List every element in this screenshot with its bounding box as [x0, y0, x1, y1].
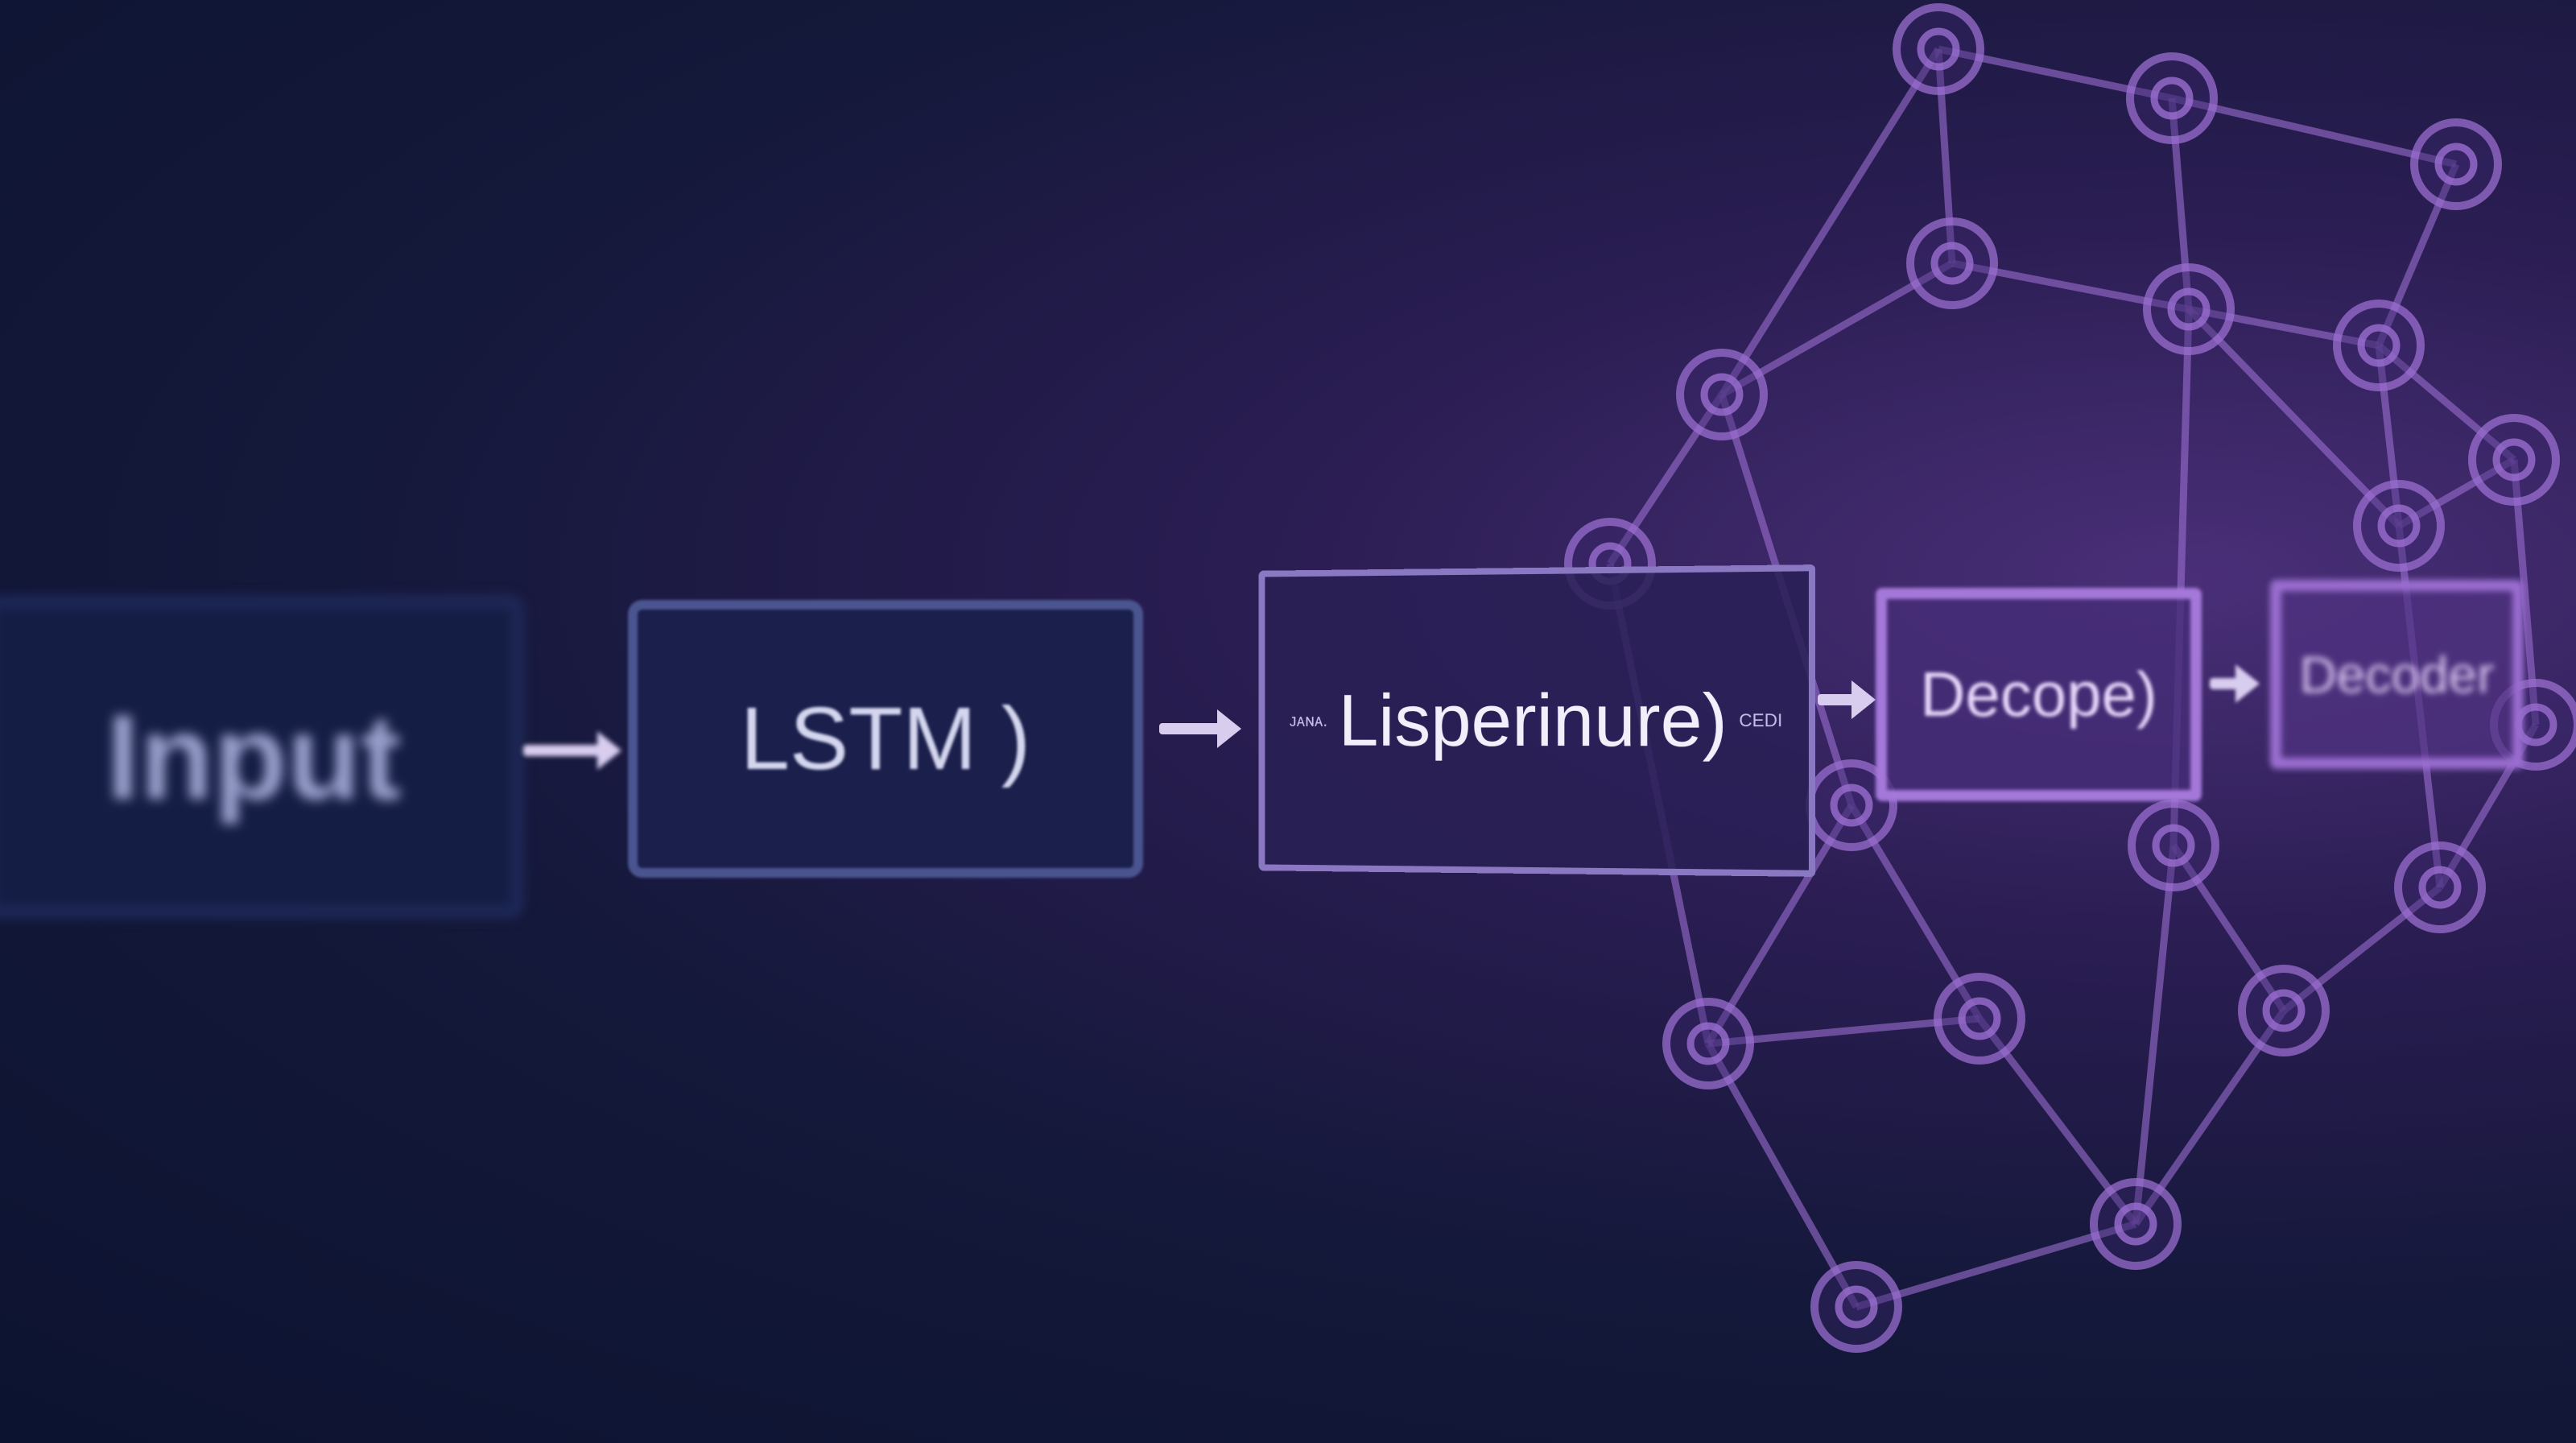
- decope-block: Decope): [1876, 588, 2202, 801]
- network-node-icon: [2472, 418, 2556, 502]
- network-node-icon: [2357, 484, 2441, 568]
- decope-label: Decope): [1920, 658, 2157, 731]
- left-tag: ᴊᴀɴᴀ.: [1290, 710, 1328, 731]
- network-node-icon: [1680, 353, 1764, 436]
- network-node-icon: [2094, 1182, 2178, 1266]
- lstm-label: LSTM ): [741, 688, 1031, 790]
- network-node-icon: [2132, 804, 2215, 887]
- network-node-icon: [1938, 977, 2021, 1061]
- network-node-icon: [1897, 7, 1980, 91]
- arrow-icon: [1159, 723, 1224, 734]
- decoder-block: Decoder: [2270, 580, 2524, 769]
- network-node-icon: [1814, 1265, 1898, 1349]
- input-label: Input: [106, 688, 402, 827]
- arrow-icon: [2210, 678, 2242, 689]
- network-node-icon: [2147, 267, 2231, 351]
- arrow-icon: [1818, 694, 1858, 705]
- network-node-icon: [1910, 221, 1994, 305]
- network-edge: [1722, 49, 1938, 395]
- arrow-icon: [523, 745, 604, 756]
- lisperinure-label: Lisperinure): [1339, 678, 1728, 763]
- network-node-icon: [2414, 122, 2498, 206]
- lisperinure-block: ᴊᴀɴᴀ. Lisperinure) CEDI: [1259, 564, 1815, 877]
- network-edge: [2136, 846, 2174, 1224]
- right-tag: CEDI: [1739, 710, 1782, 731]
- decoder-label: Decoder: [2300, 645, 2495, 705]
- network-node-icon: [2398, 846, 2482, 929]
- network-node-icon: [2130, 56, 2214, 140]
- network-node-icon: [2242, 969, 2326, 1052]
- lstm-block: LSTM ): [628, 600, 1143, 878]
- input-block: Input: [0, 596, 523, 918]
- network-node-icon: [2337, 304, 2421, 387]
- network-node-icon: [1666, 1002, 1750, 1085]
